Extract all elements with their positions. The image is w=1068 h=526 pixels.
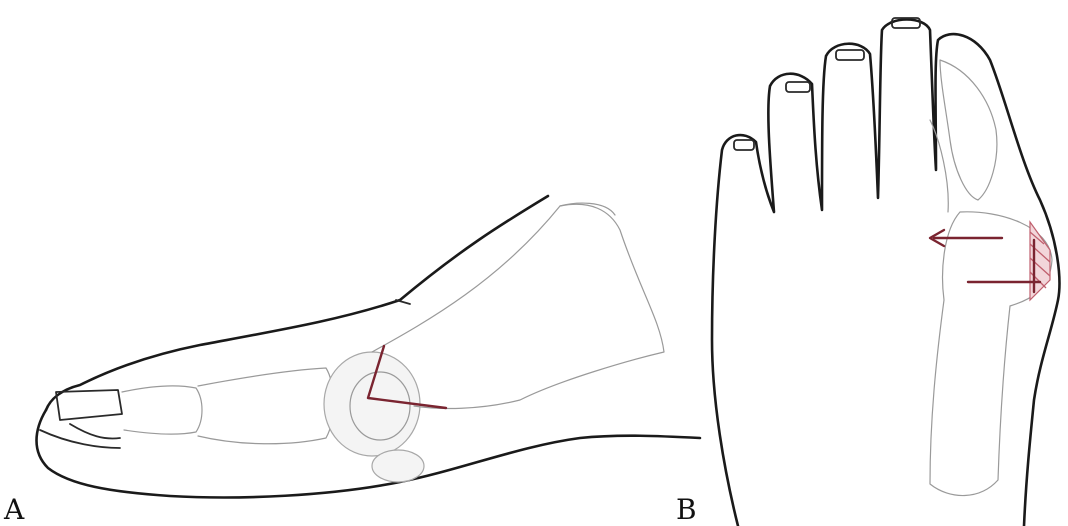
forefoot-outline [712, 20, 1059, 526]
proximal-phalanx [198, 368, 334, 444]
sesamoid [372, 450, 424, 482]
toenail-fourth [734, 140, 754, 150]
toenail-second [836, 50, 864, 60]
panel-label-b: B [676, 496, 697, 524]
panel-a-lateral-view [37, 196, 701, 497]
dorsal-crease [396, 300, 410, 304]
second-metatarsal-bone [930, 120, 948, 212]
panel-label-a: A [4, 496, 24, 524]
distal-phalanx [122, 386, 202, 434]
first-metatarsal-shaft [372, 204, 664, 408]
panel-b-dorsal-view [712, 18, 1059, 526]
foot-dorsal-outline [46, 196, 548, 410]
toenail-third [786, 82, 810, 92]
toenail [56, 390, 122, 420]
toe-tip-fold [40, 424, 120, 448]
proximal-phalanx-bone [940, 60, 997, 200]
